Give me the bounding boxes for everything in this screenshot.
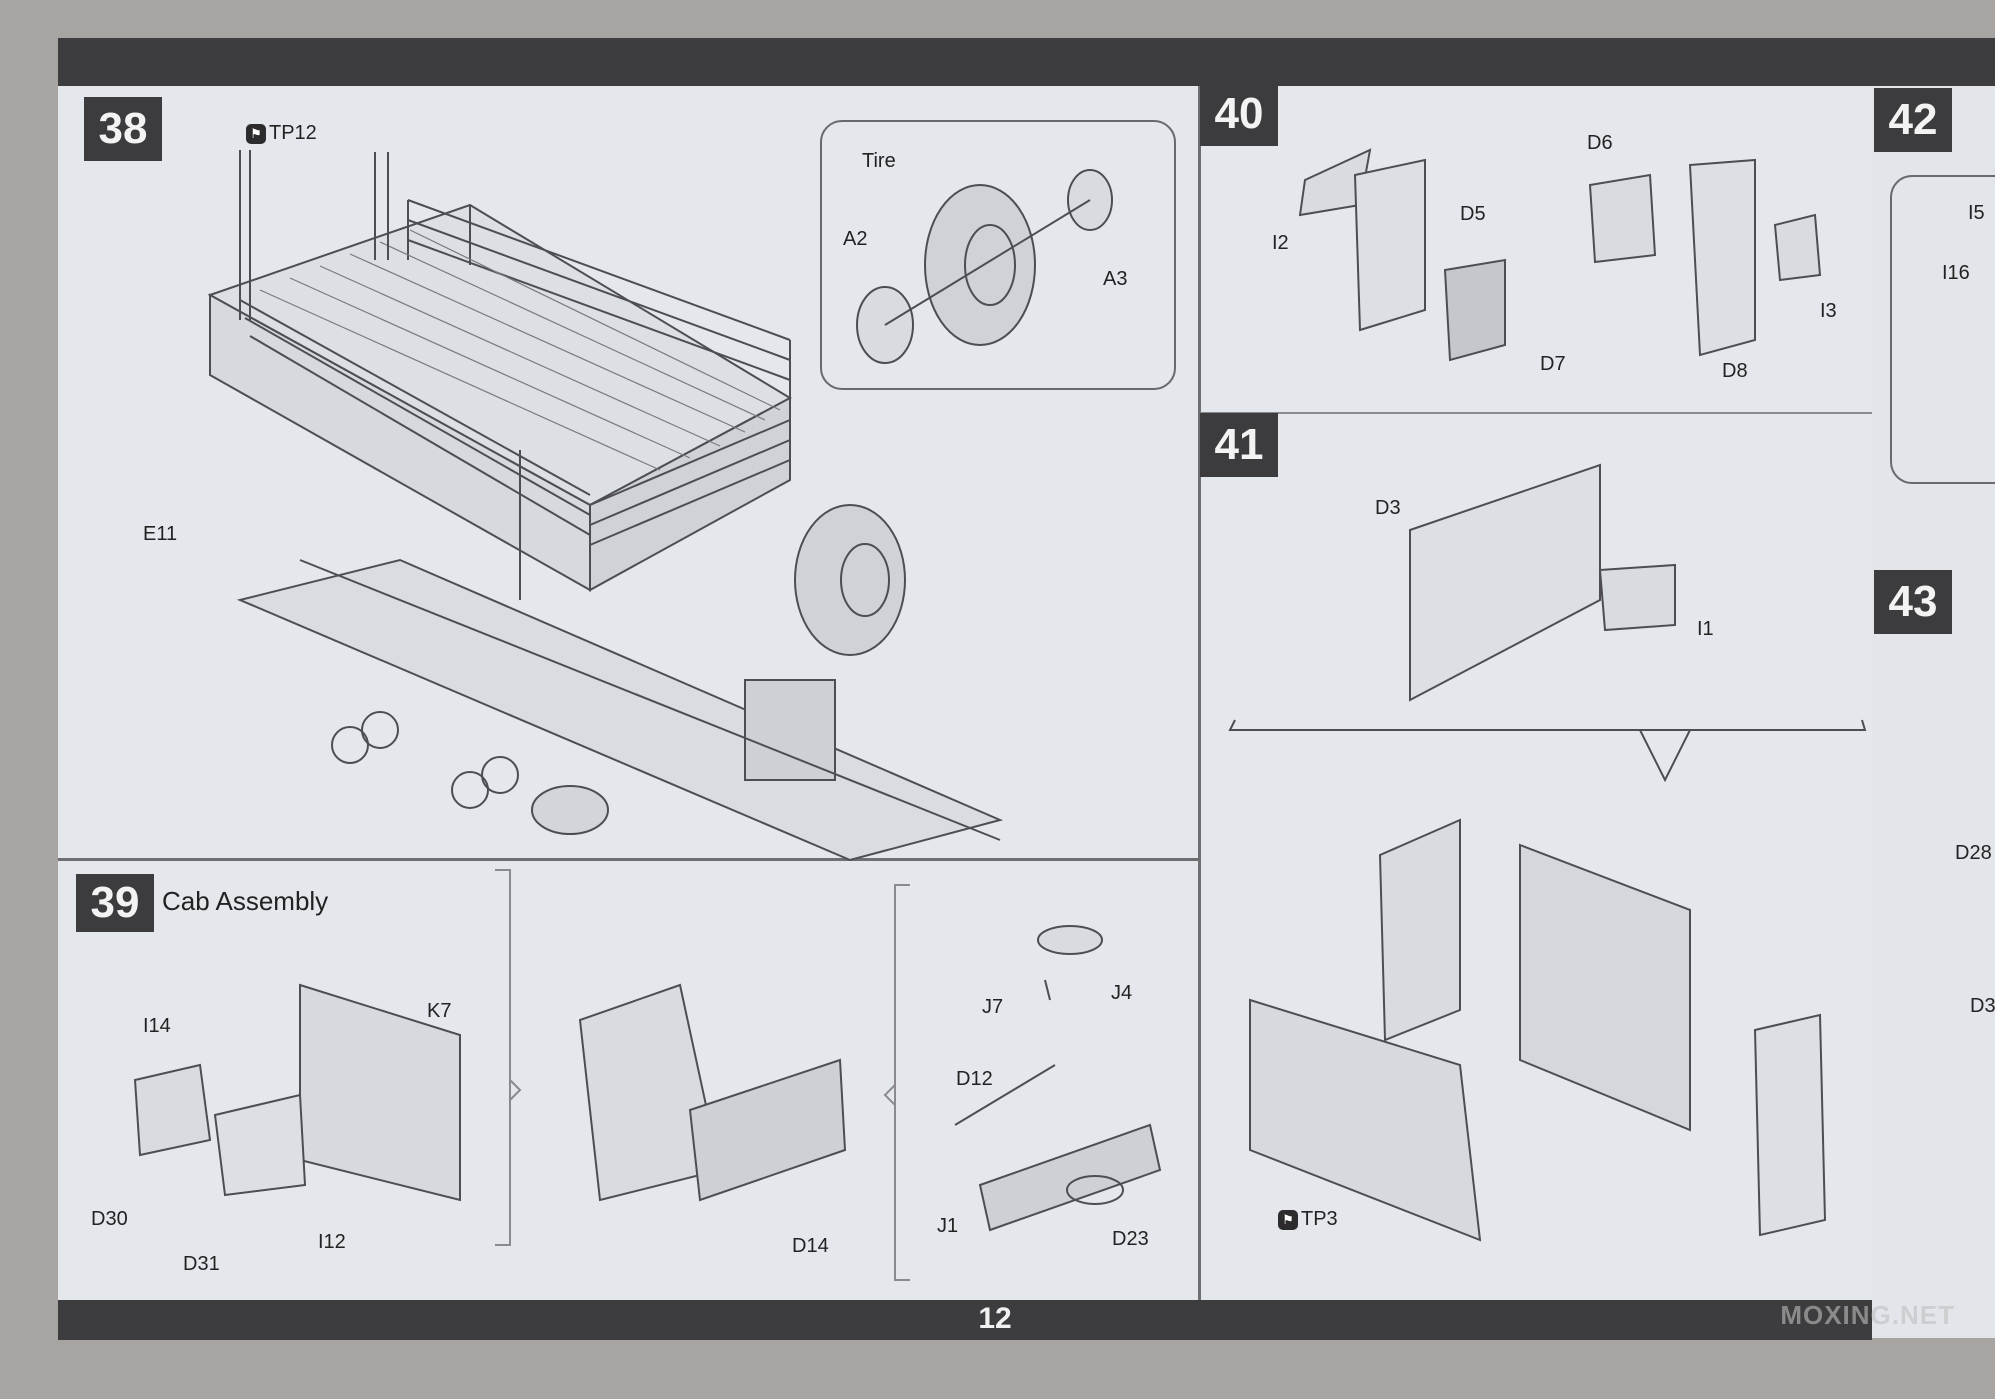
step-41-number: 41	[1200, 413, 1278, 477]
label-e11: E11	[143, 523, 178, 545]
step-40-number: 40	[1200, 82, 1278, 146]
label-d31: D31	[183, 1253, 220, 1275]
divider-vertical	[1198, 86, 1201, 1300]
step-39-title: Cab Assembly	[162, 886, 329, 916]
label-a3: A3	[1103, 268, 1128, 290]
step-42-number: 42	[1874, 88, 1952, 152]
label-d7: D7	[1540, 353, 1566, 375]
top-bar-next	[1872, 38, 1995, 86]
label-i1: I1	[1697, 618, 1714, 640]
label-tire: Tire	[862, 150, 896, 172]
watermark: MOXING.NET	[1780, 1300, 1955, 1330]
label-a2: A2	[843, 228, 868, 250]
step-39-number: 39	[76, 874, 154, 932]
label-i16: I16	[1942, 262, 1970, 284]
tire-callout	[820, 120, 1176, 390]
label-i12: I12	[318, 1231, 346, 1253]
divider-horizontal-left	[58, 858, 1200, 861]
label-d28: D28	[1955, 842, 1992, 864]
label-d30: D30	[91, 1208, 128, 1230]
label-i5: I5	[1968, 202, 1985, 224]
label-tp3: ⚑TP3	[1278, 1208, 1338, 1231]
label-d5: D5	[1460, 203, 1486, 225]
top-bar	[58, 38, 1872, 86]
label-i14: I14	[143, 1015, 171, 1037]
step-43-number: 43	[1874, 570, 1952, 634]
bottom-bar	[58, 1300, 1872, 1340]
label-i3: I3	[1820, 300, 1837, 322]
label-d14: D14	[792, 1235, 829, 1257]
label-d8: D8	[1722, 360, 1748, 382]
tp-icon: ⚑	[246, 123, 266, 144]
label-d12: D12	[956, 1068, 993, 1090]
label-j1: J1	[937, 1215, 959, 1237]
label-d3-edge: D3	[1970, 995, 1995, 1017]
label-d23: D23	[1112, 1228, 1149, 1250]
label-j7: J7	[982, 996, 1004, 1018]
label-d3: D3	[1375, 497, 1401, 519]
label-j4: J4	[1111, 982, 1133, 1004]
divider-horizontal-right	[1200, 412, 1872, 414]
page-number: 12	[978, 1302, 1012, 1335]
tp-icon: ⚑	[1278, 1209, 1298, 1230]
label-d6: D6	[1587, 132, 1613, 154]
next-page-edge	[1872, 38, 1995, 1338]
step-42-callout	[1890, 175, 1995, 484]
label-i2: I2	[1272, 232, 1289, 254]
step-38-number: 38	[84, 97, 162, 161]
label-tp12: ⚑TP12	[246, 122, 317, 145]
label-k7: K7	[427, 1000, 452, 1022]
